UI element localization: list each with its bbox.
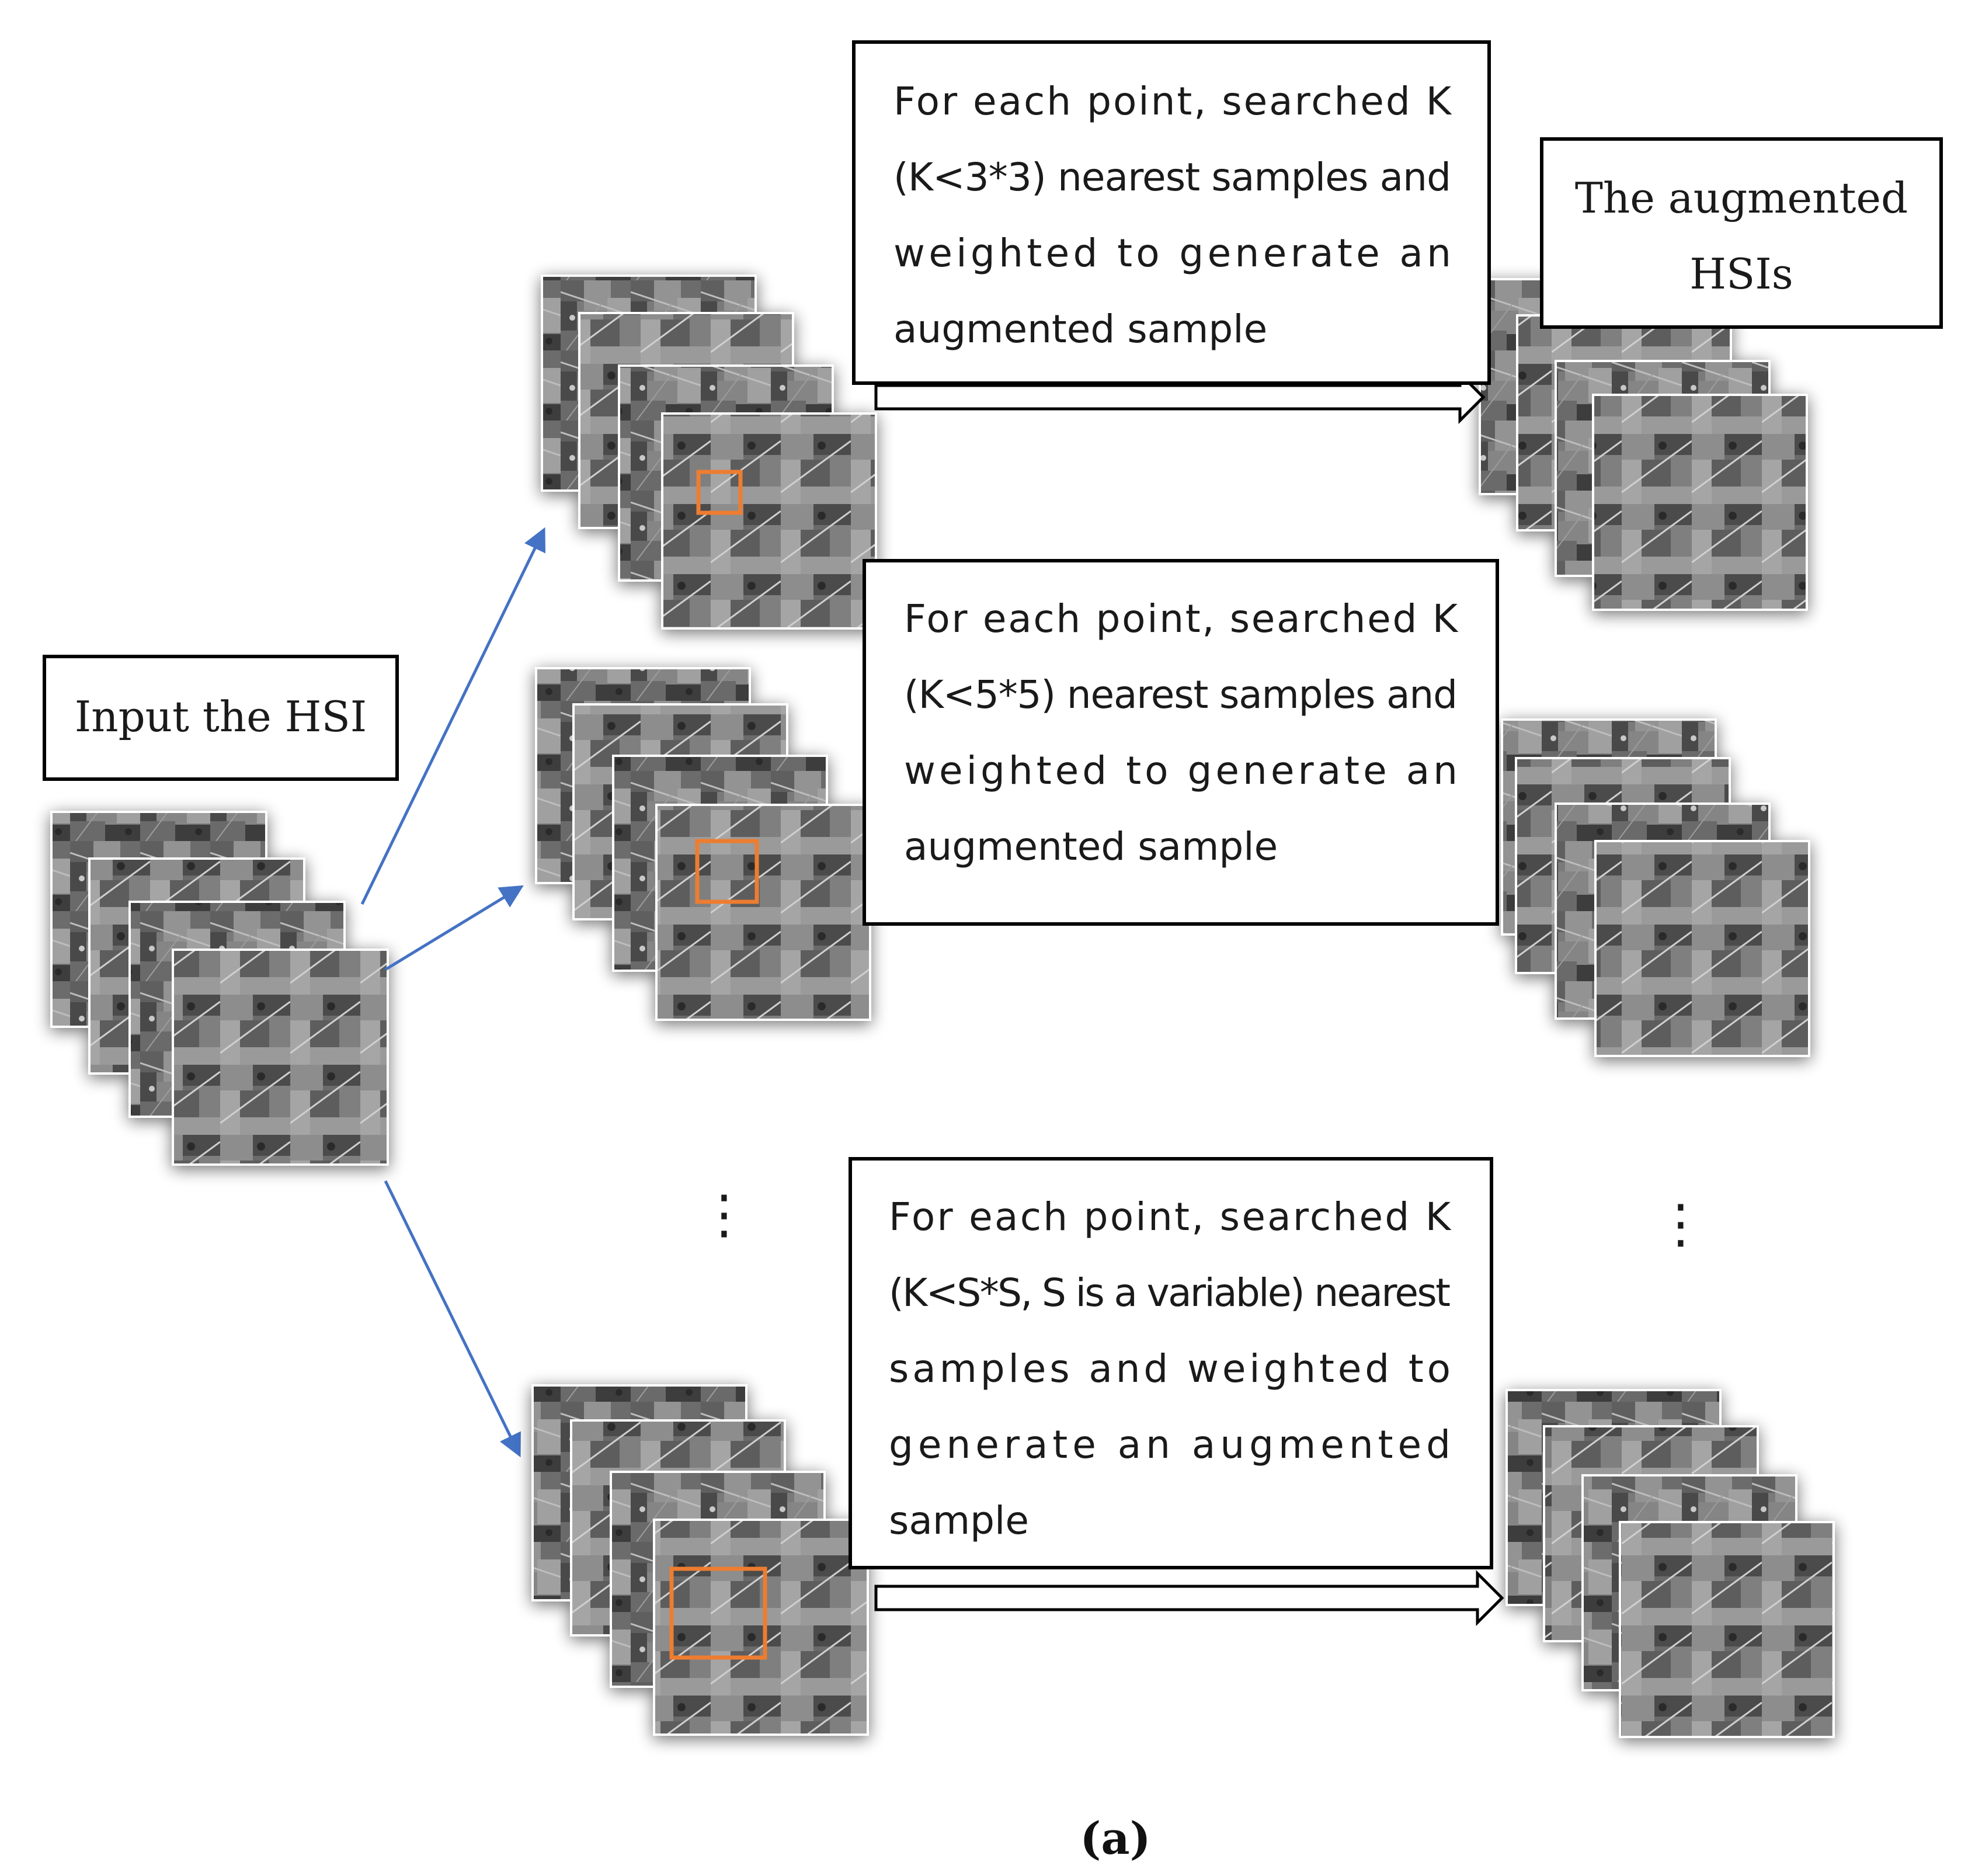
branch-arrows xyxy=(360,527,546,1458)
search-window-5x5 xyxy=(695,839,759,904)
search-window-3x3 xyxy=(696,470,743,515)
process-box-2-line-1: For each point, searched K xyxy=(904,596,1459,641)
arrow-to-branch-1 xyxy=(360,527,546,905)
search-window-SxS xyxy=(669,1566,767,1660)
input-hsi-stack xyxy=(50,811,389,1166)
branch-2-hsi-stack xyxy=(535,667,871,1021)
arrow-to-branch-2 xyxy=(384,885,524,971)
process-box-1-line-2: (K<3*3) nearest samples and xyxy=(893,155,1451,200)
process-box-1-line-3: weighted to generate an xyxy=(893,231,1451,276)
process-box-3-line-4: generate an augmented xyxy=(889,1422,1451,1467)
process-box-1-line-1: For each point, searched K xyxy=(893,79,1452,124)
input-label: Input the HSI xyxy=(75,692,367,741)
figure-caption: (a) xyxy=(1080,1812,1150,1864)
process-box-1-line-4: augmented sample xyxy=(893,307,1267,352)
ellipsis-icon-right: ⋮ xyxy=(1654,1193,1707,1255)
output-stack-1 xyxy=(1479,278,1808,611)
process-box-3-line-2: (K<S*S, S is a variable) nearest xyxy=(889,1270,1451,1315)
branch-3-hsi-stack xyxy=(531,1384,869,1736)
process-box-2: For each point, searched K (K<5*5) neare… xyxy=(863,559,1499,926)
arrow-to-branch-3 xyxy=(384,1180,521,1458)
process-box-3-line-5: sample xyxy=(889,1498,1029,1543)
output-label-line-1: The augmented xyxy=(1575,173,1908,223)
process-box-3-line-1: For each point, searched K xyxy=(889,1194,1452,1239)
output-stack-2 xyxy=(1501,718,1810,1057)
output-label-line-2: HSIs xyxy=(1689,249,1793,298)
process-box-3: For each point, searched K (K<S*S, S is … xyxy=(849,1157,1493,1569)
process-box-2-line-4: augmented sample xyxy=(904,824,1278,869)
input-label-box: Input the HSI xyxy=(43,655,399,781)
process-box-2-line-2: (K<5*5) nearest samples and xyxy=(904,672,1458,717)
process-box-2-line-3: weighted to generate an xyxy=(904,748,1458,793)
output-stack-3 xyxy=(1505,1389,1835,1738)
process-box-1: For each point, searched K (K<3*3) neare… xyxy=(852,40,1491,385)
ellipsis-icon-left: ⋮ xyxy=(698,1184,750,1245)
process-arrow-3 xyxy=(874,1569,1504,1627)
branch-1-hsi-stack xyxy=(541,275,877,630)
output-label-box: The augmented HSIs xyxy=(1540,137,1943,329)
